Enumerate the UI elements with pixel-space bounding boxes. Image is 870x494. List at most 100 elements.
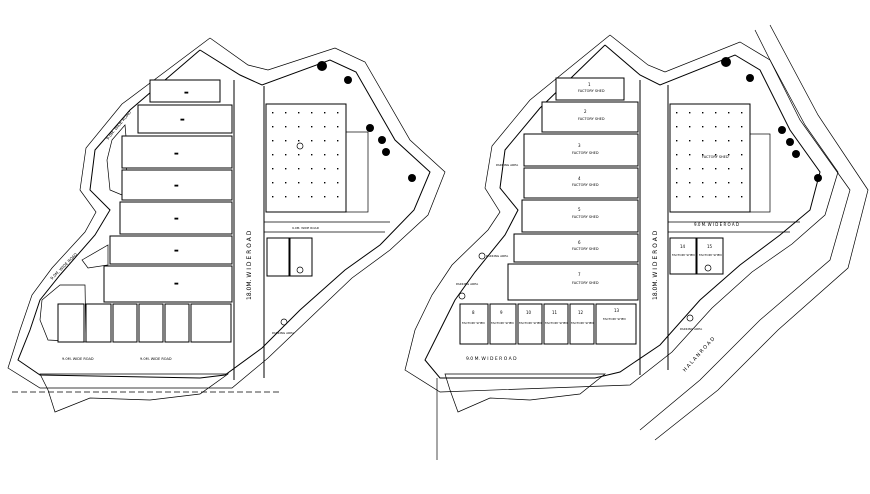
right-shed-6 [513,233,639,263]
right-bottom-landscape [444,373,606,413]
right-unit-row-label: FACTORY SHED [491,321,514,325]
plot-grid-dot [741,154,743,156]
left-site-boundary [17,49,431,379]
plot-grid-dot [741,140,743,142]
plot-grid-dot [272,196,274,198]
plot-grid-dot [728,140,730,142]
plot-grid-dot [715,182,717,184]
left-parking-label: PARKING AREA [272,331,295,335]
plot-grid-dot [741,196,743,198]
plot-grid-dot [676,126,678,128]
left-small-block-1 [266,237,290,277]
right-bottom-road-label: 9.0 M. W I D E R O A D [466,356,517,362]
right-inner-road-label: 9.0 M. W I D E R O A D [694,222,739,227]
left-trees [317,61,416,182]
right-parking-marker-2 [458,292,466,300]
left-parking-marker [280,318,288,326]
left-tree [366,124,374,132]
left-main-road-label: 18.0M. W I D E R O A D [246,230,253,300]
left-tree [382,148,390,156]
plot-grid-dot [272,140,274,142]
plot-grid-dot [702,140,704,142]
right-unit-row-number: 10 [526,310,532,315]
plot-grid-dot [285,154,287,156]
plot-grid-dot [702,182,704,184]
plot-grid-dot [311,196,313,198]
right-parking-label-2: PARKING AREA [486,254,509,258]
plot-grid-dot [728,182,730,184]
right-unit-row-labels: FACTORY SHED FACTORY SHED FACTORY SHED F… [462,317,626,325]
plot-grid-dot [337,168,339,170]
left-shed-mark-2: ▬ [180,117,185,123]
plot-grid-dot [702,154,704,156]
right-unit-number: 5 [578,207,581,212]
right-main-road-label: 18.0M. W I D E R O A D [652,230,659,300]
plot-grid-dot [741,182,743,184]
right-small-block-label-1: FACTORY SHED [672,253,695,257]
left-unit-4 [138,303,164,343]
left-bottom-landscape [39,373,230,413]
plot-grid-dot [676,182,678,184]
right-unit-4 [543,303,569,345]
left-site-boundary-outer [7,37,446,389]
plot-grid-dot [689,168,691,170]
right-unit-number: 1 [588,82,591,87]
right-shed-4 [523,167,639,199]
plot-grid-dot [728,196,730,198]
right-trees [721,57,822,182]
left-shed-mark-5: ▬ [174,216,179,222]
plot-grid-dot [715,126,717,128]
right-unit-number-labels: 1 2 3 4 5 6 7 [578,82,591,277]
plot-grid-dot [324,196,326,198]
plot-grid-dot [702,196,704,198]
plot-grid-dot [689,140,691,142]
right-unit-row-numbers: 8 9 10 11 12 13 [472,308,620,315]
right-small-block-number-1: 14 [680,244,686,249]
left-shed-mark-3: ▬ [174,151,179,157]
left-tree [344,76,352,84]
right-unit-row-label: FACTORY SHED [519,321,542,325]
plot-grid-dot [676,154,678,156]
plot-grid-dot [676,168,678,170]
plot-grid-dot [311,182,313,184]
right-shed-label-5: FACTORY SHED [572,215,599,219]
right-unit-number: 3 [578,143,581,148]
right-shed-5 [521,199,639,233]
left-small-block-2 [289,237,313,277]
left-tree [317,61,327,71]
plot-grid-dot [741,126,743,128]
plot-grid-dot [298,126,300,128]
left-unit-2 [85,303,112,343]
right-unit-number: 6 [578,240,581,245]
plot-grid-dot [272,168,274,170]
plot-grid-dot [689,182,691,184]
right-shed-2 [541,101,639,133]
left-inner-road-label: 9.0M. WIDE ROAD [292,226,320,230]
plot-grid-dot [689,154,691,156]
left-landscape-area-2 [81,244,109,269]
plot-grid-dot [298,112,300,114]
plot-grid-dot [337,154,339,156]
left-shed-3 [121,135,233,169]
left-shed-1 [149,79,221,103]
right-tree [746,74,754,82]
plot-grid-dot [311,168,313,170]
plot-grid-dot [298,182,300,184]
left-shed-2 [137,104,233,134]
plot-grid-dot [728,154,730,156]
right-halan-road-label: H A L A N R O A D [682,336,716,373]
right-unit-row-label: FACTORY SHED [571,321,594,325]
left-plot-grid [272,112,339,198]
plot-grid-dot [715,112,717,114]
left-shed-7 [103,265,233,303]
right-plot-grid [676,112,743,198]
plot-grid-dot [324,154,326,156]
left-shed-mark-7: ▬ [174,281,179,287]
plot-grid-dot [311,154,313,156]
right-shed-labels: FACTORY SHED FACTORY SHED FACTORY SHED F… [572,89,605,285]
plot-grid-dot [702,168,704,170]
plot-grid-dot [715,196,717,198]
right-parking-marker-3 [686,314,694,322]
plot-grid-dot [728,168,730,170]
